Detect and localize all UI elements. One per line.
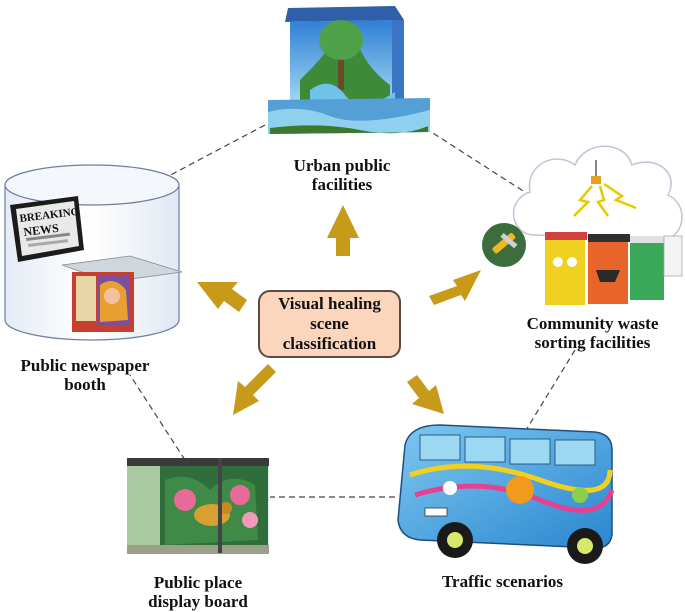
label-traffic-line-1: Traffic scenarios [441, 572, 563, 591]
center-line-2: scene [310, 314, 349, 333]
label-newspaper-line-1: Public newspaper [20, 356, 150, 375]
label-display-line-1: Public place [153, 573, 243, 592]
center-line-3: classification [282, 334, 377, 353]
display-board-illustration [127, 458, 269, 554]
connector-display-newspaper [129, 374, 186, 461]
waste-sorting-illustration [482, 145, 683, 305]
connector-waste-traffic [519, 349, 576, 441]
center-classification-box: Visual healing scene classification [258, 290, 401, 358]
label-newspaper-booth: Public newspaper booth [5, 356, 165, 394]
urban-arrow [327, 205, 359, 256]
label-community-waste: Community waste sorting facilities [505, 314, 680, 352]
label-waste-line-1: Community waste [526, 314, 659, 333]
label-waste-line-2: sorting facilities [534, 333, 651, 352]
label-traffic-scenarios: Traffic scenarios [420, 572, 585, 591]
center-line-1: Visual healing [278, 294, 381, 313]
label-display-line-2: display board [148, 592, 248, 611]
newspaper-booth-illustration: BREAKING NEWS [4, 164, 183, 341]
utility-box-illustration [268, 6, 430, 134]
display-arrow [233, 364, 276, 415]
waste-arrow [429, 270, 481, 305]
traffic-arrow [407, 375, 444, 414]
newspaper-arrow [197, 282, 247, 312]
tablet-text-news: NEWS [23, 221, 60, 239]
connector-urban-waste [424, 127, 546, 206]
label-display-board: Public place display board [118, 573, 278, 611]
van-illustration [397, 424, 615, 564]
label-newspaper-line-2: booth [64, 375, 106, 394]
label-urban-line-1: Urban public [293, 156, 391, 175]
label-urban-line-2: facilities [311, 175, 373, 194]
label-urban-public-facilities: Urban public facilities [262, 156, 422, 194]
